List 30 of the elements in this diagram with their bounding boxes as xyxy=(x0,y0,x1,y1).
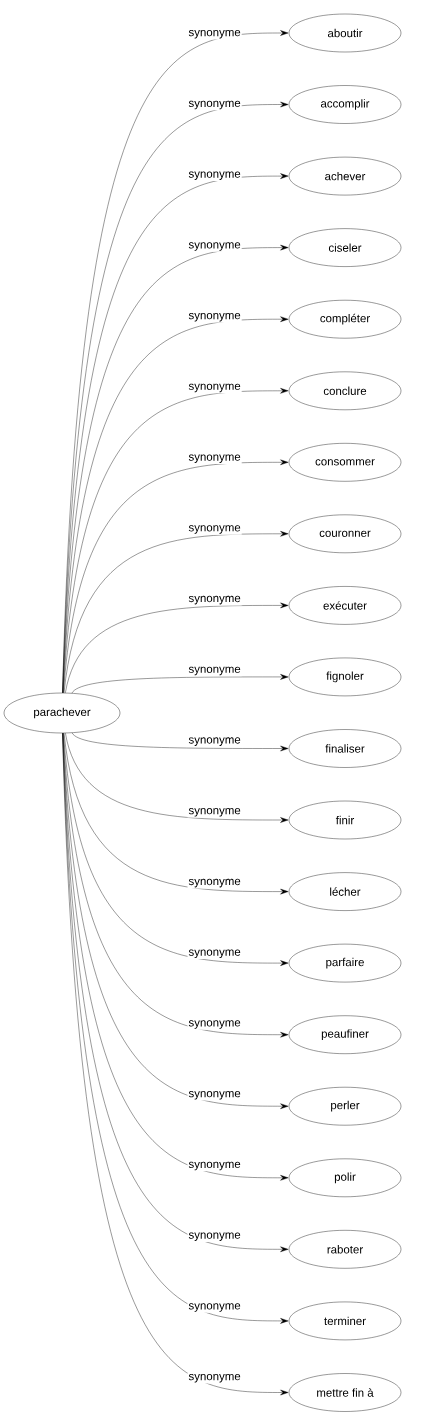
arrow xyxy=(63,733,289,895)
edge-label: synonyme xyxy=(187,382,242,394)
edge-label: synonyme xyxy=(187,311,242,323)
edge-label: synonyme xyxy=(187,99,242,111)
edge-label: synonyme xyxy=(187,877,242,889)
arrow xyxy=(63,459,289,693)
edge-label: synonyme xyxy=(187,594,242,606)
edge-label: synonyme xyxy=(187,524,242,535)
edge-label: synonyme xyxy=(187,1372,242,1384)
edge-label: synonyme xyxy=(187,736,242,747)
arrow xyxy=(62,388,289,693)
arrow xyxy=(65,602,289,694)
edge-label: synonyme xyxy=(187,241,242,252)
arrow xyxy=(62,733,289,1109)
edge-label: synonyme xyxy=(187,1302,242,1313)
arrow xyxy=(62,316,289,693)
edge-label: synonyme xyxy=(187,1019,242,1030)
edge-label: synonyme xyxy=(187,170,242,181)
edge-label: synonyme xyxy=(187,28,242,40)
edge-label: synonyme xyxy=(187,1090,242,1101)
edge-label: synonyme xyxy=(187,948,242,960)
arrow xyxy=(71,732,289,752)
arrow xyxy=(71,674,289,694)
edge-label: synonyme xyxy=(187,807,242,818)
edge-label: synonyme xyxy=(187,1231,242,1242)
arrow xyxy=(65,732,289,823)
edge-label: synonyme xyxy=(187,1160,242,1172)
edge-label: synonyme xyxy=(187,453,242,464)
edge-label: synonyme xyxy=(187,665,242,677)
arrow xyxy=(63,531,289,694)
